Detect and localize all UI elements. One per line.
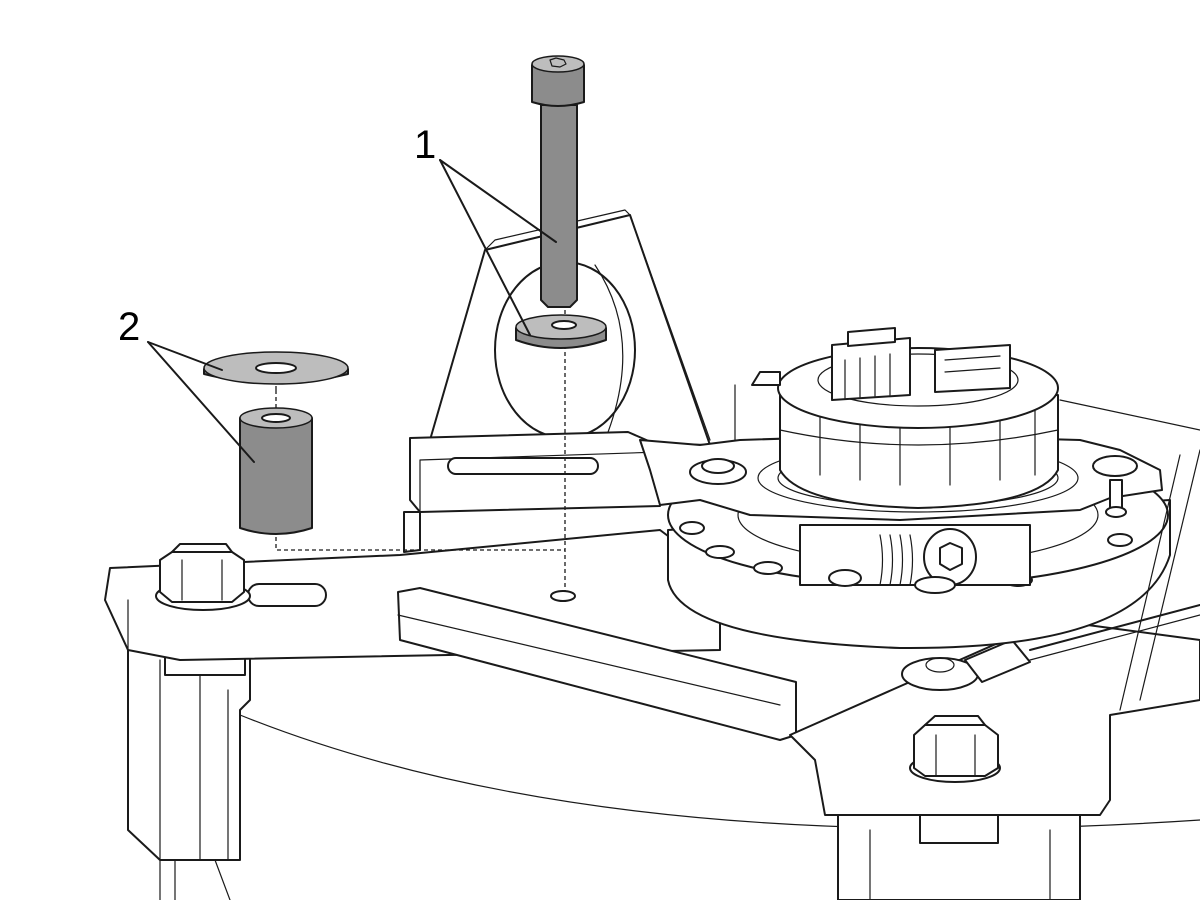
encoder-hub-assembly — [639, 327, 1171, 650]
hex-nut-left — [155, 543, 251, 611]
mounting-hole — [550, 590, 576, 602]
left-support-leg — [127, 649, 251, 900]
flat-washer — [203, 351, 349, 385]
right-bracket-arm — [789, 619, 1200, 816]
socket-head-cap-screw — [531, 55, 585, 308]
right-support-leg — [837, 814, 1081, 900]
callout-label-2: 2 — [118, 305, 140, 349]
hex-nut-right — [909, 715, 1001, 783]
spacer-sleeve — [239, 407, 313, 535]
ground-cable-lug — [901, 604, 1200, 691]
callout-1: 1 — [414, 123, 557, 336]
right-frame-bracket — [734, 384, 1200, 711]
callout-2: 2 — [118, 305, 255, 463]
washer — [515, 314, 607, 349]
callout-label-1: 1 — [414, 123, 436, 167]
slotted-mounting-tab — [403, 431, 661, 553]
